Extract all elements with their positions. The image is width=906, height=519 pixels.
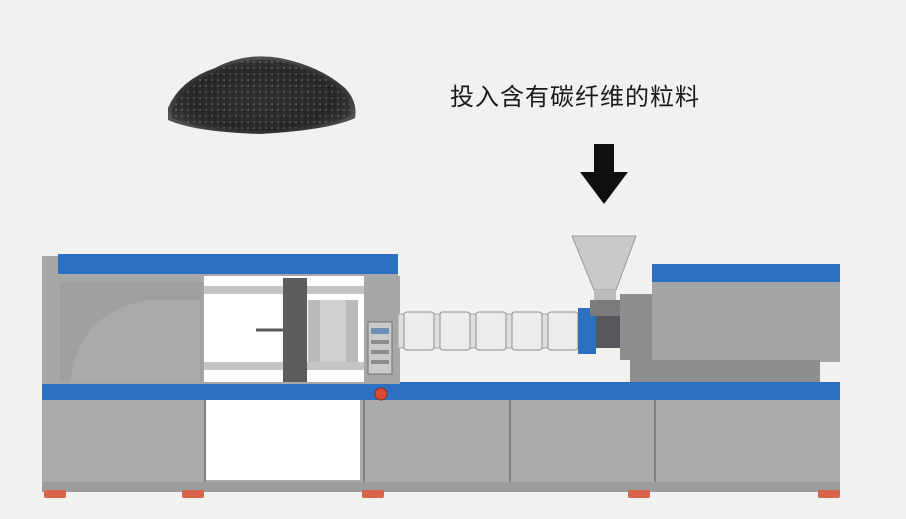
clamping-unit <box>42 254 400 384</box>
caption-label: 投入含有碳纤维的粒料 <box>450 83 700 111</box>
injection-barrel <box>397 308 626 354</box>
control-panel <box>367 321 393 375</box>
machine-base <box>42 396 840 492</box>
hopper <box>571 235 637 316</box>
blue-rail <box>42 382 840 400</box>
carbon-fiber-pellet-pile <box>168 56 356 135</box>
injection-unit <box>620 264 840 382</box>
machine-feet <box>44 490 840 498</box>
down-arrow-icon <box>580 144 628 204</box>
red-control-button <box>374 387 388 401</box>
